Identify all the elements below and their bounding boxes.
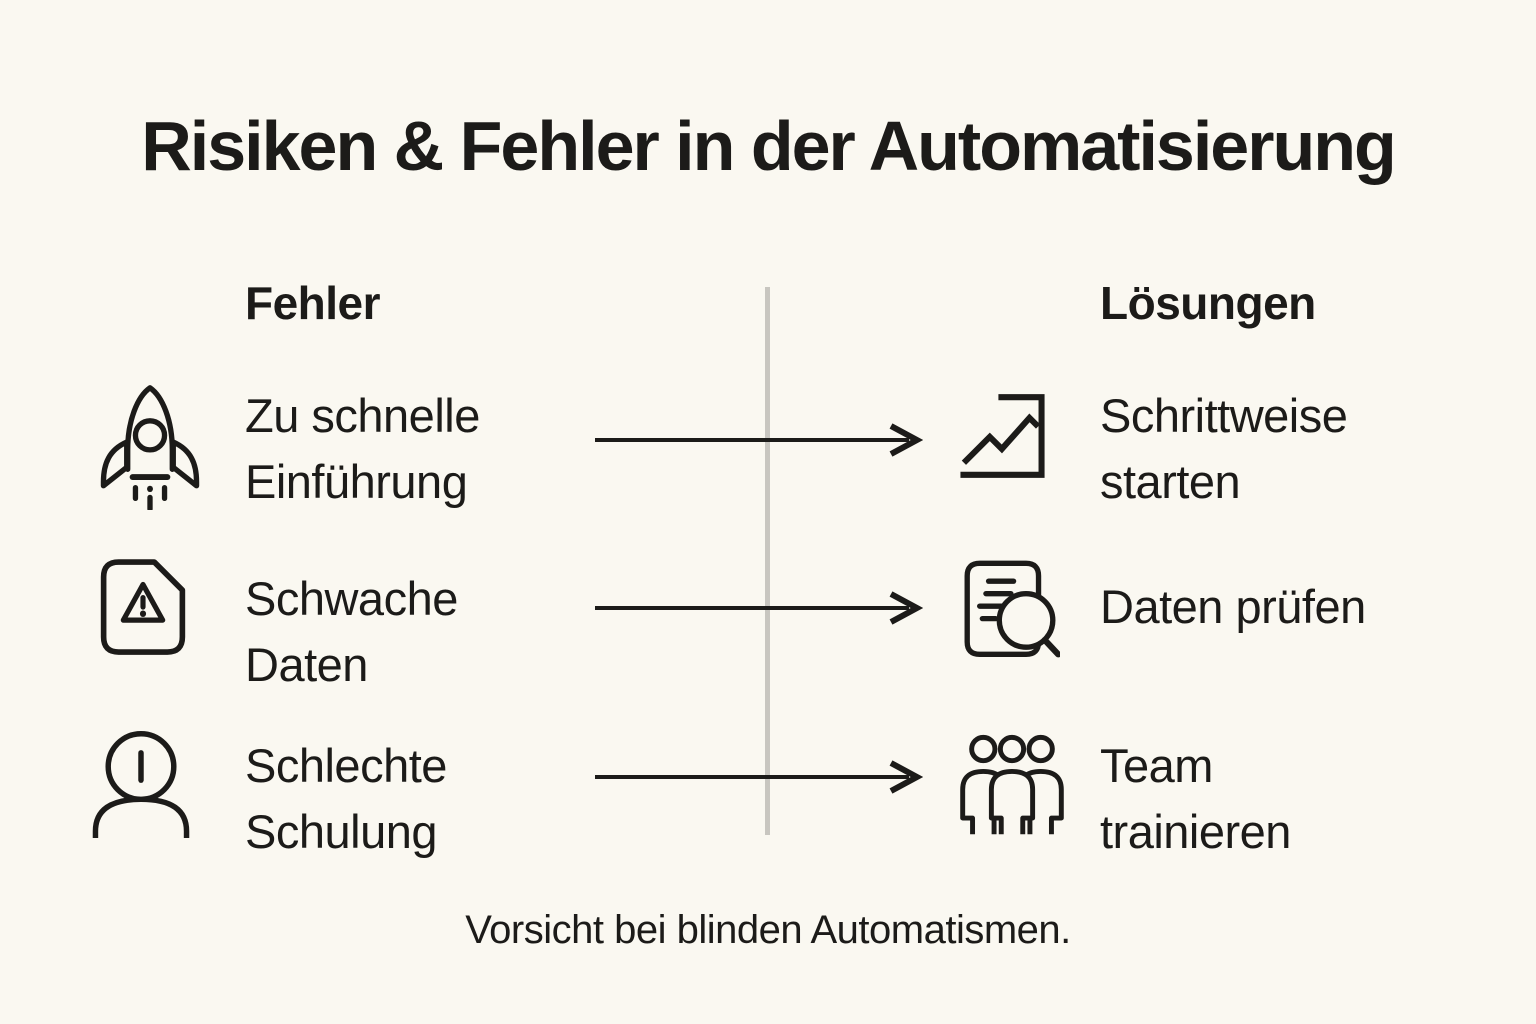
arrow-1 bbox=[595, 423, 923, 457]
fehler-item-1-label: Zu schnelle Einführung bbox=[245, 383, 480, 515]
label-line: trainieren bbox=[1100, 805, 1291, 858]
rocket-icon bbox=[95, 382, 205, 510]
footer-caption: Vorsicht bei blinden Automatismen. bbox=[465, 908, 1071, 952]
label-line: Schrittweise bbox=[1100, 389, 1348, 442]
column-divider bbox=[765, 287, 770, 835]
page-title: Risiken & Fehler in der Automatisierung bbox=[141, 107, 1397, 185]
loesung-item-2-label: Daten prüfen bbox=[1100, 574, 1366, 640]
column-header-loesungen: Lösungen bbox=[1100, 277, 1316, 329]
label-line: starten bbox=[1100, 455, 1241, 508]
label-line: Daten prüfen bbox=[1100, 580, 1366, 633]
team-icon bbox=[953, 732, 1071, 836]
fehler-item-2-label: Schwache Daten bbox=[245, 566, 458, 698]
column-header-fehler: Fehler bbox=[245, 277, 381, 329]
loesung-item-3-label: Team trainieren bbox=[1100, 733, 1291, 865]
arrow-2 bbox=[595, 591, 923, 625]
fehler-item-3-label: Schlechte Schulung bbox=[245, 733, 447, 865]
label-line: Zu schnelle bbox=[245, 389, 480, 442]
label-line: Schlechte bbox=[245, 739, 447, 792]
loesung-item-1-label: Schrittweise starten bbox=[1100, 383, 1348, 515]
document-magnifier-icon bbox=[960, 558, 1060, 665]
label-line: Schulung bbox=[245, 805, 437, 858]
trend-chart-icon bbox=[955, 392, 1047, 480]
arrow-3 bbox=[595, 760, 923, 794]
person-icon bbox=[90, 726, 192, 838]
label-line: Einführung bbox=[245, 455, 468, 508]
label-line: Team bbox=[1100, 739, 1213, 792]
warning-document-icon bbox=[98, 556, 188, 658]
label-line: Daten bbox=[245, 638, 368, 691]
label-line: Schwache bbox=[245, 572, 458, 625]
